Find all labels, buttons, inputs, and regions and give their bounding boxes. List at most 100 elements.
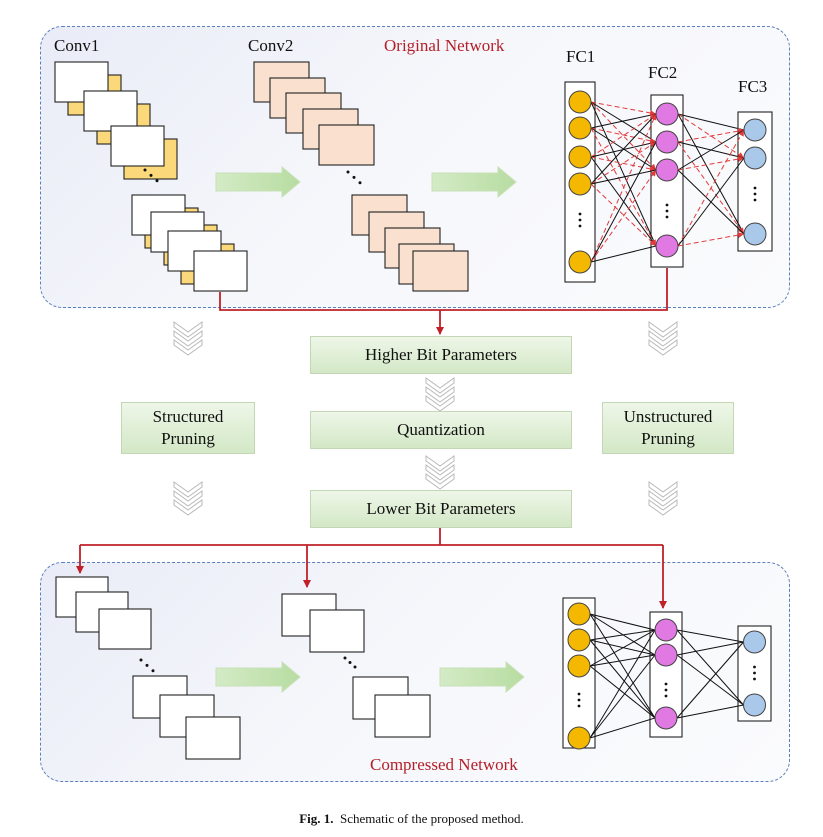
compressed-fc2-node	[654, 643, 678, 667]
fc1-ellipsis-dot	[578, 224, 582, 228]
down-chevron-unstructured-top	[648, 330, 678, 347]
lower-bit-parameters-label: Lower Bit Parameters	[366, 499, 516, 518]
compressed-fc3-ellipsis-dot	[753, 671, 756, 675]
structured-pruning-label: Structured Pruning	[152, 407, 224, 448]
compressed-fc3-node	[743, 693, 766, 717]
fc3-ellipsis-dot	[753, 198, 757, 202]
down-chevron-structured-top	[173, 339, 203, 356]
fc3-ellipsis-dot	[753, 186, 757, 190]
quantization-box: Quantization	[310, 411, 572, 449]
compressed-fc1-node	[567, 726, 591, 750]
down-chevron-quantization-bottom	[425, 464, 455, 481]
caption-text: Schematic of the proposed method.	[340, 811, 524, 826]
compressed-fc1-fc2-connection	[589, 613, 656, 719]
conv1-label: Conv1	[54, 36, 100, 55]
fc2-ellipsis-dot	[665, 209, 669, 213]
compressed-fc1-ellipsis-dot	[577, 704, 581, 708]
caption-prefix: Fig. 1.	[299, 811, 334, 826]
compressed-fc1-fc2-connection	[589, 717, 656, 739]
figure-caption: Fig. 1. Schematic of the proposed method…	[0, 811, 823, 827]
fc1-fc2-connection	[590, 245, 657, 263]
down-chevron-structured-bottom	[173, 490, 203, 507]
fc2-fc3-connection	[677, 157, 745, 247]
down-chevron-structured-bottom	[173, 481, 203, 498]
unstructured-pruning-label: Unstructured Pruning	[623, 407, 713, 448]
conv2-to-fc-arrow	[431, 165, 517, 199]
compressed-fc3-ellipsis-dot	[753, 665, 756, 669]
pruned-connection	[590, 169, 657, 263]
higher-bit-parameters-label: Higher Bit Parameters	[364, 345, 517, 364]
compressed-fc1-fc2-connection	[589, 629, 656, 641]
pruned-connection	[677, 128, 745, 143]
pruned-connection	[677, 113, 745, 159]
compressed-fc2-fc3-connection	[676, 641, 744, 719]
down-chevron-quantization-bottom	[425, 455, 455, 472]
fc1-fc2-connection	[590, 141, 657, 263]
fc1-fc2-connection	[590, 169, 657, 185]
compressed-conv2-ellipsis-dot	[353, 665, 357, 669]
down-chevron-unstructured-top	[648, 321, 678, 338]
down-chevron-unstructured-bottom	[648, 490, 678, 507]
compressed-conv1-ellipsis-dot	[145, 663, 149, 667]
compressed-fc1-node	[567, 654, 591, 678]
pruned-connection	[590, 113, 657, 263]
compressed-fc2-node	[654, 618, 678, 642]
compressed-fc1-node	[567, 628, 591, 652]
compressed-fc1-fc2-connection	[589, 639, 656, 719]
conv2-ellipsis-dot	[352, 175, 356, 179]
compressed-conv1-ellipsis-dot	[151, 669, 155, 673]
compressed-fc2-fc3-connection	[676, 629, 744, 706]
fc2-fc3-connection	[677, 113, 745, 235]
compressed-fc2-fc3-connection	[676, 641, 744, 656]
compressed-network-title: Compressed Network	[370, 755, 518, 774]
conv1-ellipsis-dot	[143, 168, 147, 172]
down-chevron-structured-top	[173, 321, 203, 338]
down-chevron-unstructured-bottom	[648, 481, 678, 498]
conv2-label: Conv2	[248, 36, 294, 55]
compressed-fc1-fc2-connection	[589, 654, 656, 667]
fc3-node	[743, 222, 767, 246]
compressed-fc3-node	[743, 630, 766, 654]
pruned-connection	[590, 156, 657, 172]
fc2-node	[655, 158, 679, 182]
fc2-ellipsis-dot	[665, 215, 669, 219]
compressed-fc1-fc2-connection	[589, 665, 656, 719]
higher-bit-parameters-box: Higher Bit Parameters	[310, 336, 572, 374]
structured-pruning-box: Structured Pruning	[121, 402, 255, 454]
conv1-ellipsis-dot	[149, 173, 153, 177]
conv2-feature-map	[412, 250, 469, 292]
down-chevron-quantization-top	[425, 386, 455, 403]
compressed-fc2-ellipsis-dot	[664, 688, 668, 692]
down-chevron-quantization-top	[425, 377, 455, 394]
conv2-feature-map	[318, 124, 375, 166]
compressed-fc1-fc2-connection	[589, 613, 656, 631]
fc1-node	[568, 116, 592, 140]
pruned-connection	[677, 129, 745, 247]
down-chevron-quantization-top	[425, 395, 455, 412]
unstructured-pruning-box: Unstructured Pruning	[602, 402, 734, 454]
fc3-node	[743, 146, 767, 170]
fc2-fc3-connection	[677, 129, 745, 171]
pruned-connection	[677, 156, 745, 171]
compressed-conv1-feature-map	[185, 716, 241, 760]
compressed-fc1-fc2-connection	[589, 629, 656, 739]
compressed-fc2-ellipsis-dot	[664, 694, 668, 698]
down-chevron-unstructured-bottom	[648, 499, 678, 516]
compressed-conv2-feature-map	[309, 609, 365, 653]
compressed-conv2-to-fc-arrow	[439, 660, 525, 694]
pruned-connection	[590, 113, 657, 158]
down-chevron-unstructured-top	[648, 339, 678, 356]
original-network-title: Original Network	[384, 36, 505, 55]
compressed-fc2-node	[654, 706, 678, 730]
conv1-feature-map	[110, 125, 165, 167]
compressed-fc3-ellipsis-dot	[753, 677, 756, 681]
quantization-label: Quantization	[397, 420, 485, 439]
compressed-conv1-to-conv2-arrow	[215, 660, 301, 694]
fc1-fc2-connection	[590, 113, 657, 185]
fc3-ellipsis-dot	[753, 192, 757, 196]
fc1-fc2-connection	[590, 113, 657, 129]
fc2-ellipsis-dot	[665, 203, 669, 207]
conv1-to-conv2-arrow	[215, 165, 301, 199]
fc2-node	[655, 234, 679, 258]
down-chevron-structured-top	[173, 330, 203, 347]
